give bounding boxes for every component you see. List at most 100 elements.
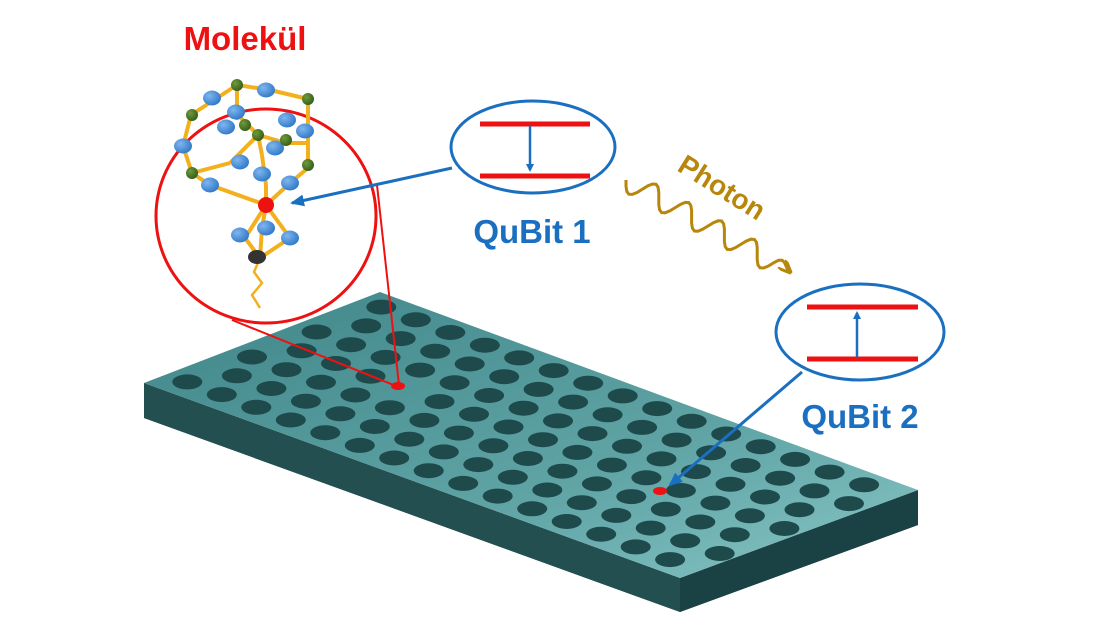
hole [538, 363, 569, 379]
atom-blue [201, 177, 219, 193]
hole [344, 437, 375, 453]
hole [237, 349, 267, 365]
atom-blue [253, 166, 271, 182]
hole [469, 337, 500, 353]
photon-wave [624, 180, 790, 272]
atom-blue [174, 138, 192, 154]
atom-green [239, 119, 251, 131]
hole [562, 444, 593, 460]
atom-blue [278, 112, 296, 128]
hole [627, 419, 658, 435]
hole [400, 312, 431, 328]
molecule-label: Molekül [184, 20, 307, 57]
hole [745, 439, 776, 455]
hole [448, 475, 479, 491]
hole [581, 476, 612, 492]
zoom-line-left [231, 319, 397, 387]
hole [428, 444, 459, 460]
hole [558, 394, 589, 410]
hole [814, 464, 845, 480]
hole [351, 318, 382, 334]
hole [780, 451, 811, 467]
hole [834, 496, 864, 512]
hole [172, 374, 203, 390]
hole [424, 394, 455, 410]
hole [577, 426, 608, 442]
hole [642, 401, 673, 417]
atom-blue [217, 119, 235, 135]
hole [676, 413, 707, 429]
molecule-inset [154, 79, 378, 325]
alkyl-tail [250, 257, 264, 309]
hole [221, 368, 252, 384]
holes-grid [172, 299, 880, 568]
hole [528, 432, 558, 448]
qubit2-label: QuBit 2 [801, 398, 918, 435]
atom-green [186, 109, 198, 121]
hole [799, 483, 830, 499]
hole [306, 374, 336, 390]
hole [435, 325, 466, 340]
atom-blue [231, 227, 249, 243]
hole [607, 388, 638, 404]
hole [443, 425, 474, 441]
atom-green [280, 134, 292, 146]
bond [191, 161, 231, 175]
hole [310, 425, 341, 441]
qubit1-label: QuBit 1 [473, 213, 590, 250]
atom-blue [281, 175, 299, 191]
hole [474, 388, 505, 403]
hole [523, 381, 554, 397]
hole [413, 463, 444, 479]
hole [730, 458, 761, 473]
hole [336, 337, 367, 353]
hole [631, 470, 662, 486]
hole [784, 502, 815, 518]
hole [616, 489, 647, 505]
hole [325, 406, 356, 422]
hole [493, 419, 524, 435]
hole [286, 343, 317, 359]
hole [601, 507, 632, 523]
hole [543, 413, 573, 429]
atom-blue [231, 154, 249, 170]
hole [685, 514, 716, 530]
hole [734, 508, 765, 524]
hole [661, 432, 692, 448]
qubit2-ellipse [774, 282, 946, 382]
hole [769, 521, 800, 536]
atom-green [231, 79, 243, 91]
hole [482, 488, 513, 504]
hole [439, 375, 470, 391]
hole [596, 457, 627, 473]
atom-blue [257, 220, 275, 236]
hole [665, 483, 696, 498]
slab-side-right [680, 490, 918, 612]
hole [612, 438, 642, 454]
hole [719, 527, 750, 543]
hole [489, 369, 520, 385]
molecule-site-dot [391, 382, 405, 390]
hole [551, 514, 582, 529]
hole [366, 299, 397, 315]
hole [478, 438, 509, 454]
hole [586, 526, 617, 542]
qubit2-site-dot [653, 487, 667, 495]
hole [700, 495, 731, 511]
photon-group: Photon [624, 149, 790, 272]
atom-blue [257, 82, 275, 98]
hole [206, 387, 237, 403]
hole [592, 407, 623, 423]
hole [849, 477, 880, 493]
hole [497, 469, 528, 485]
hole [463, 457, 494, 473]
hole [620, 539, 651, 555]
hole [340, 387, 371, 403]
hole [271, 362, 302, 378]
hole [275, 412, 306, 428]
atom-blue [266, 140, 284, 156]
atom-green [252, 129, 264, 141]
hole [420, 343, 451, 359]
hole [504, 350, 535, 366]
hole [241, 399, 272, 415]
